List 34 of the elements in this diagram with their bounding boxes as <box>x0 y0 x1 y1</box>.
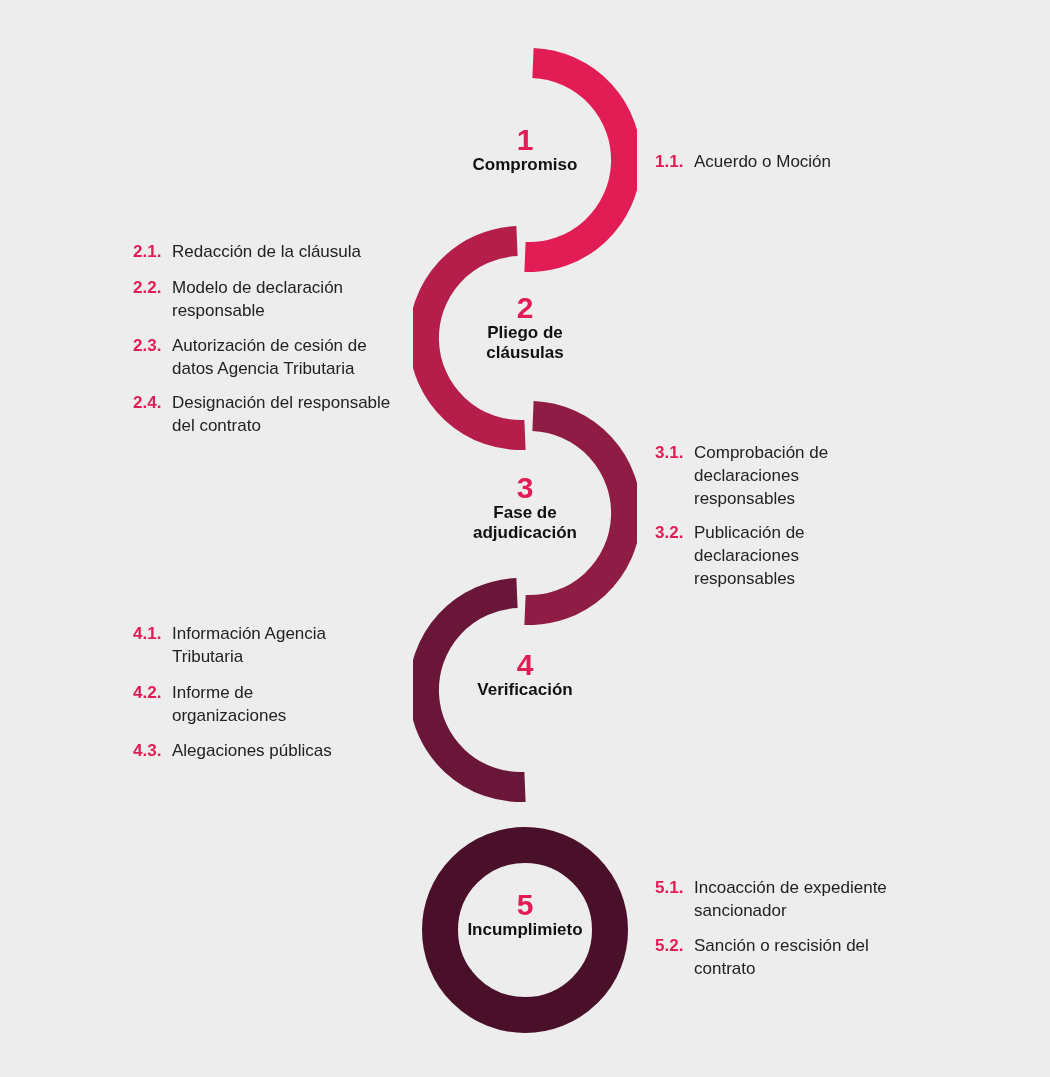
item-text: Información Agencia Tributaria <box>172 623 328 668</box>
stage-title: Compromiso <box>472 155 578 175</box>
item-text: Autorización de cesión de datos Agencia Tributaria <box>172 335 368 380</box>
item-number: 2.4. <box>133 392 162 414</box>
item-text: Incoacción de expediente sancionador <box>694 877 888 922</box>
item-number: 4.2. <box>133 682 162 704</box>
item-text: Designación del responsable del contrato <box>172 392 392 437</box>
item-number: 3.1. <box>655 442 684 464</box>
stage-title: Pliego de cláusulas <box>485 323 565 363</box>
stage-number: 5 <box>515 890 535 920</box>
stage-title: Fase de adjudicación <box>472 503 578 543</box>
stage-number: 4 <box>515 650 535 680</box>
item-text: Acuerdo o Moción <box>694 151 833 173</box>
stage-number: 1 <box>515 125 535 155</box>
item-text: Comprobación de declaraciones responsables <box>694 442 830 510</box>
item-number: 2.3. <box>133 335 162 357</box>
stage-title: Verificación <box>477 680 573 700</box>
stage-title: Incumplimieto <box>467 920 583 940</box>
item-text: Alegaciones públicas <box>172 740 333 762</box>
item-number: 2.1. <box>133 241 162 263</box>
item-number: 2.2. <box>133 277 162 299</box>
item-number: 1.1. <box>655 151 684 173</box>
item-number: 5.2. <box>655 935 684 957</box>
item-number: 3.2. <box>655 522 684 544</box>
stage-number: 2 <box>515 293 535 323</box>
item-number: 5.1. <box>655 877 684 899</box>
item-text: Sanción o rescisión del contrato <box>694 935 870 980</box>
stage-number: 3 <box>515 473 535 503</box>
item-number: 4.3. <box>133 740 162 762</box>
item-text: Modelo de declaración responsable <box>172 277 345 322</box>
item-number: 4.1. <box>133 623 162 645</box>
item-text: Redacción de la cláusula <box>172 241 362 263</box>
item-text: Informe de organizaciones <box>172 682 288 727</box>
item-text: Publicación de declaraciones responsables <box>694 522 806 590</box>
